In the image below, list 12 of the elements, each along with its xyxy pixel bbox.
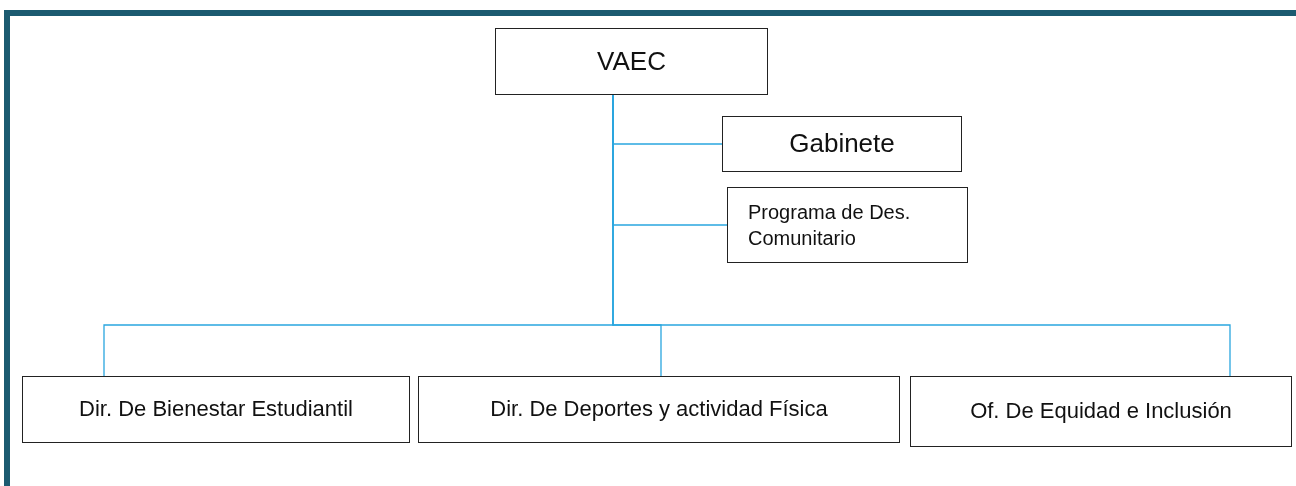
box-label: VAEC	[597, 44, 666, 78]
box-label: Gabinete	[789, 127, 895, 161]
org-box	[495, 28, 768, 95]
box-label: Programa de Des. Comunitario	[748, 200, 912, 251]
org-box	[418, 376, 900, 443]
org-box	[22, 376, 410, 443]
org-box	[727, 187, 968, 263]
org-box	[722, 116, 962, 172]
org-box	[910, 376, 1292, 447]
box-label: Dir. De Deportes y actividad Física	[490, 395, 828, 424]
box-label: Of. De Equidad e Inclusión	[970, 397, 1232, 426]
box-label: Dir. De Bienestar Estudiantil	[79, 395, 353, 424]
